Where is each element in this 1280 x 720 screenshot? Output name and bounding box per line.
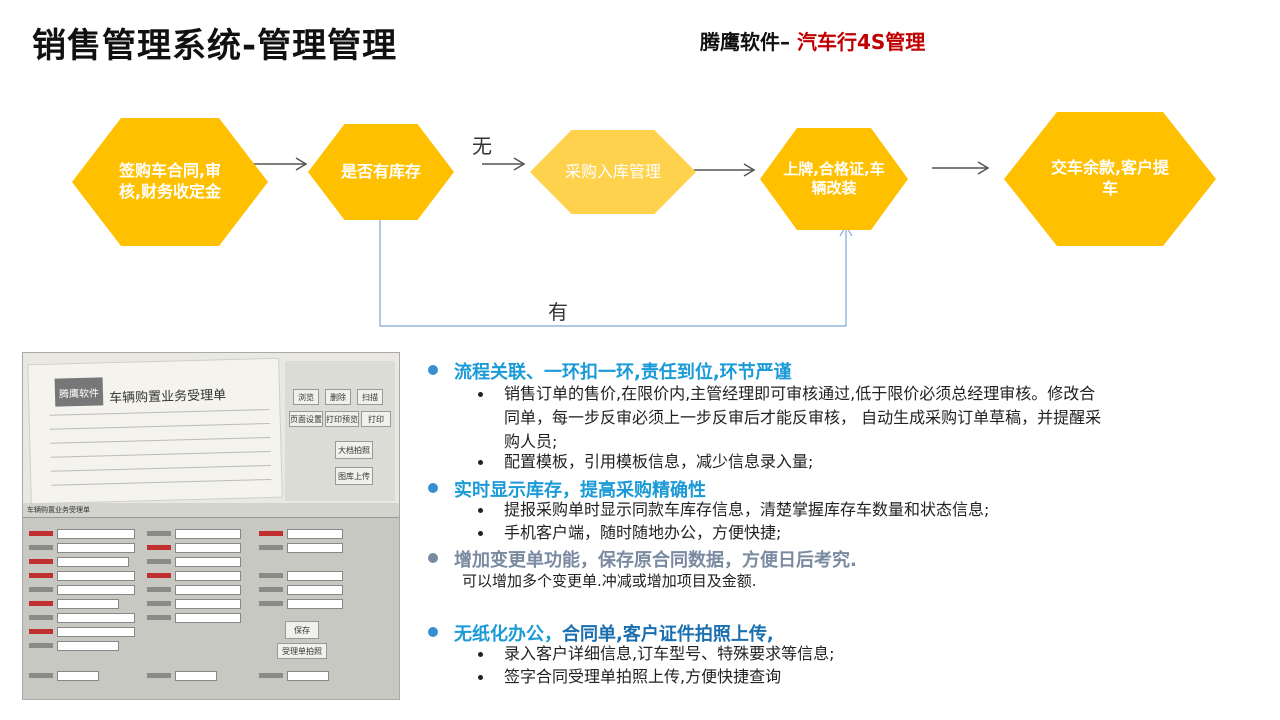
document-title: 车辆购置业务受理单 bbox=[108, 388, 227, 407]
form-field[interactable] bbox=[175, 599, 241, 609]
flow-step-contract: 签购车合同,审核,财务收定金 bbox=[72, 118, 268, 246]
bullet-4-item-2: 签字合同受理单拍照上传,方便快捷查询 bbox=[478, 665, 1104, 689]
bypass-line bbox=[379, 216, 847, 327]
form-field[interactable] bbox=[287, 671, 329, 681]
bullet-dot bbox=[428, 553, 438, 563]
form-field[interactable] bbox=[287, 599, 343, 609]
form-field[interactable] bbox=[175, 543, 241, 553]
arrow-2-head bbox=[513, 157, 526, 171]
bullet-4-item-1: 录入客户详细信息,订车型号、特殊要求等信息; bbox=[478, 642, 1104, 666]
form-field[interactable] bbox=[287, 571, 343, 581]
form-photo-button[interactable]: 受理单拍照 bbox=[277, 643, 327, 659]
bullet-dot bbox=[428, 483, 438, 493]
bullet-dot bbox=[428, 627, 438, 637]
bullet-3-heading: 增加变更单功能，保存原合同数据，方便日后考究. bbox=[428, 546, 857, 572]
delete-button[interactable]: 删除 bbox=[325, 389, 351, 405]
business-form: 车辆购置业务受理单 保存 受理单拍照 bbox=[23, 503, 399, 699]
form-field[interactable] bbox=[175, 671, 217, 681]
arrow-3-head bbox=[743, 163, 756, 177]
bullet-2-item-1: 提报采购单时显示同款车库存信息，清楚掌握库存车数量和状态信息; bbox=[478, 498, 1104, 522]
bullet-1-heading: 流程关联、一环扣一环,责任到位,环节严谨 bbox=[428, 358, 792, 384]
brand-product: 汽车行4S管理 bbox=[796, 30, 926, 54]
label-no-stock: 无 bbox=[472, 134, 492, 158]
form-field[interactable] bbox=[175, 571, 241, 581]
large-photo-button[interactable]: 大档拍照 bbox=[335, 441, 373, 459]
form-field[interactable] bbox=[57, 557, 129, 567]
form-field[interactable] bbox=[57, 641, 119, 651]
form-field[interactable] bbox=[175, 613, 241, 623]
bullet-1-item-1: 销售订单的售价,在限价内,主管经理即可审核通过,低于限价必须总经理审核。修改合同… bbox=[478, 382, 1104, 454]
form-field[interactable] bbox=[57, 613, 135, 623]
document-logo: 腾鹰软件 bbox=[54, 377, 104, 407]
print-preview-button[interactable]: 打印预览 bbox=[325, 411, 359, 427]
bullet-4-heading: 无纸化办公，合同单,客户证件拍照上传, bbox=[428, 620, 774, 646]
flow-step-delivery: 交车余款,客户提车 bbox=[1004, 112, 1216, 246]
form-toolbar: 车辆购置业务受理单 bbox=[23, 503, 399, 518]
scanned-document: 腾鹰软件 车辆购置业务受理单 bbox=[27, 357, 283, 505]
scanned-document-area: 腾鹰软件 车辆购置业务受理单 浏览 删除 扫描 页面设置 打印预览 打印 大档拍… bbox=[23, 353, 399, 505]
bullet-dot bbox=[428, 365, 438, 375]
form-field[interactable] bbox=[57, 671, 99, 681]
print-button[interactable]: 打印 bbox=[361, 411, 391, 427]
bullet-3-text: 可以增加多个变更单.冲减或增加项目及金额. bbox=[462, 572, 757, 590]
scan-button[interactable]: 扫描 bbox=[357, 389, 383, 405]
form-save-button[interactable]: 保存 bbox=[285, 621, 319, 639]
browse-button[interactable]: 浏览 bbox=[293, 389, 319, 405]
software-screenshot: 腾鹰软件 车辆购置业务受理单 浏览 删除 扫描 页面设置 打印预览 打印 大档拍… bbox=[22, 352, 400, 700]
form-field[interactable] bbox=[175, 585, 241, 595]
page-setup-button[interactable]: 页面设置 bbox=[289, 411, 323, 427]
bullet-2-heading: 实时显示库存，提高采购精确性 bbox=[428, 476, 706, 502]
form-field[interactable] bbox=[57, 627, 135, 637]
form-field[interactable] bbox=[175, 557, 241, 567]
gallery-upload-button[interactable]: 图库上传 bbox=[335, 467, 373, 485]
arrow-1-head bbox=[295, 157, 308, 171]
flow-step-stock-check: 是否有库存 bbox=[308, 124, 454, 220]
flow-step-registration: 上牌,合格证,车辆改装 bbox=[760, 128, 908, 230]
form-field[interactable] bbox=[57, 585, 135, 595]
bullet-1-item-2: 配置模板，引用模板信息，减少信息录入量; bbox=[478, 450, 1104, 474]
form-field[interactable] bbox=[287, 585, 343, 595]
brand-line: 腾鹰软件– 汽车行4S管理 bbox=[700, 26, 925, 55]
form-field[interactable] bbox=[287, 543, 343, 553]
form-field[interactable] bbox=[175, 529, 241, 539]
bullet-2-item-2: 手机客户端，随时随地办公，方便快捷; bbox=[478, 521, 1104, 545]
document-toolbar-panel: 浏览 删除 扫描 页面设置 打印预览 打印 大档拍照 图库上传 bbox=[285, 361, 395, 501]
form-field[interactable] bbox=[57, 599, 119, 609]
page-title: 销售管理系统-管理管理 bbox=[32, 26, 398, 66]
form-field[interactable] bbox=[57, 529, 135, 539]
form-field[interactable] bbox=[57, 543, 135, 553]
label-has-stock: 有 bbox=[548, 300, 568, 324]
flow-step-purchase: 采购入库管理 bbox=[530, 130, 696, 214]
arrow-4-head bbox=[977, 161, 990, 175]
form-field[interactable] bbox=[57, 571, 135, 581]
brand-name: 腾鹰软件– bbox=[700, 30, 790, 54]
form-field[interactable] bbox=[287, 529, 343, 539]
